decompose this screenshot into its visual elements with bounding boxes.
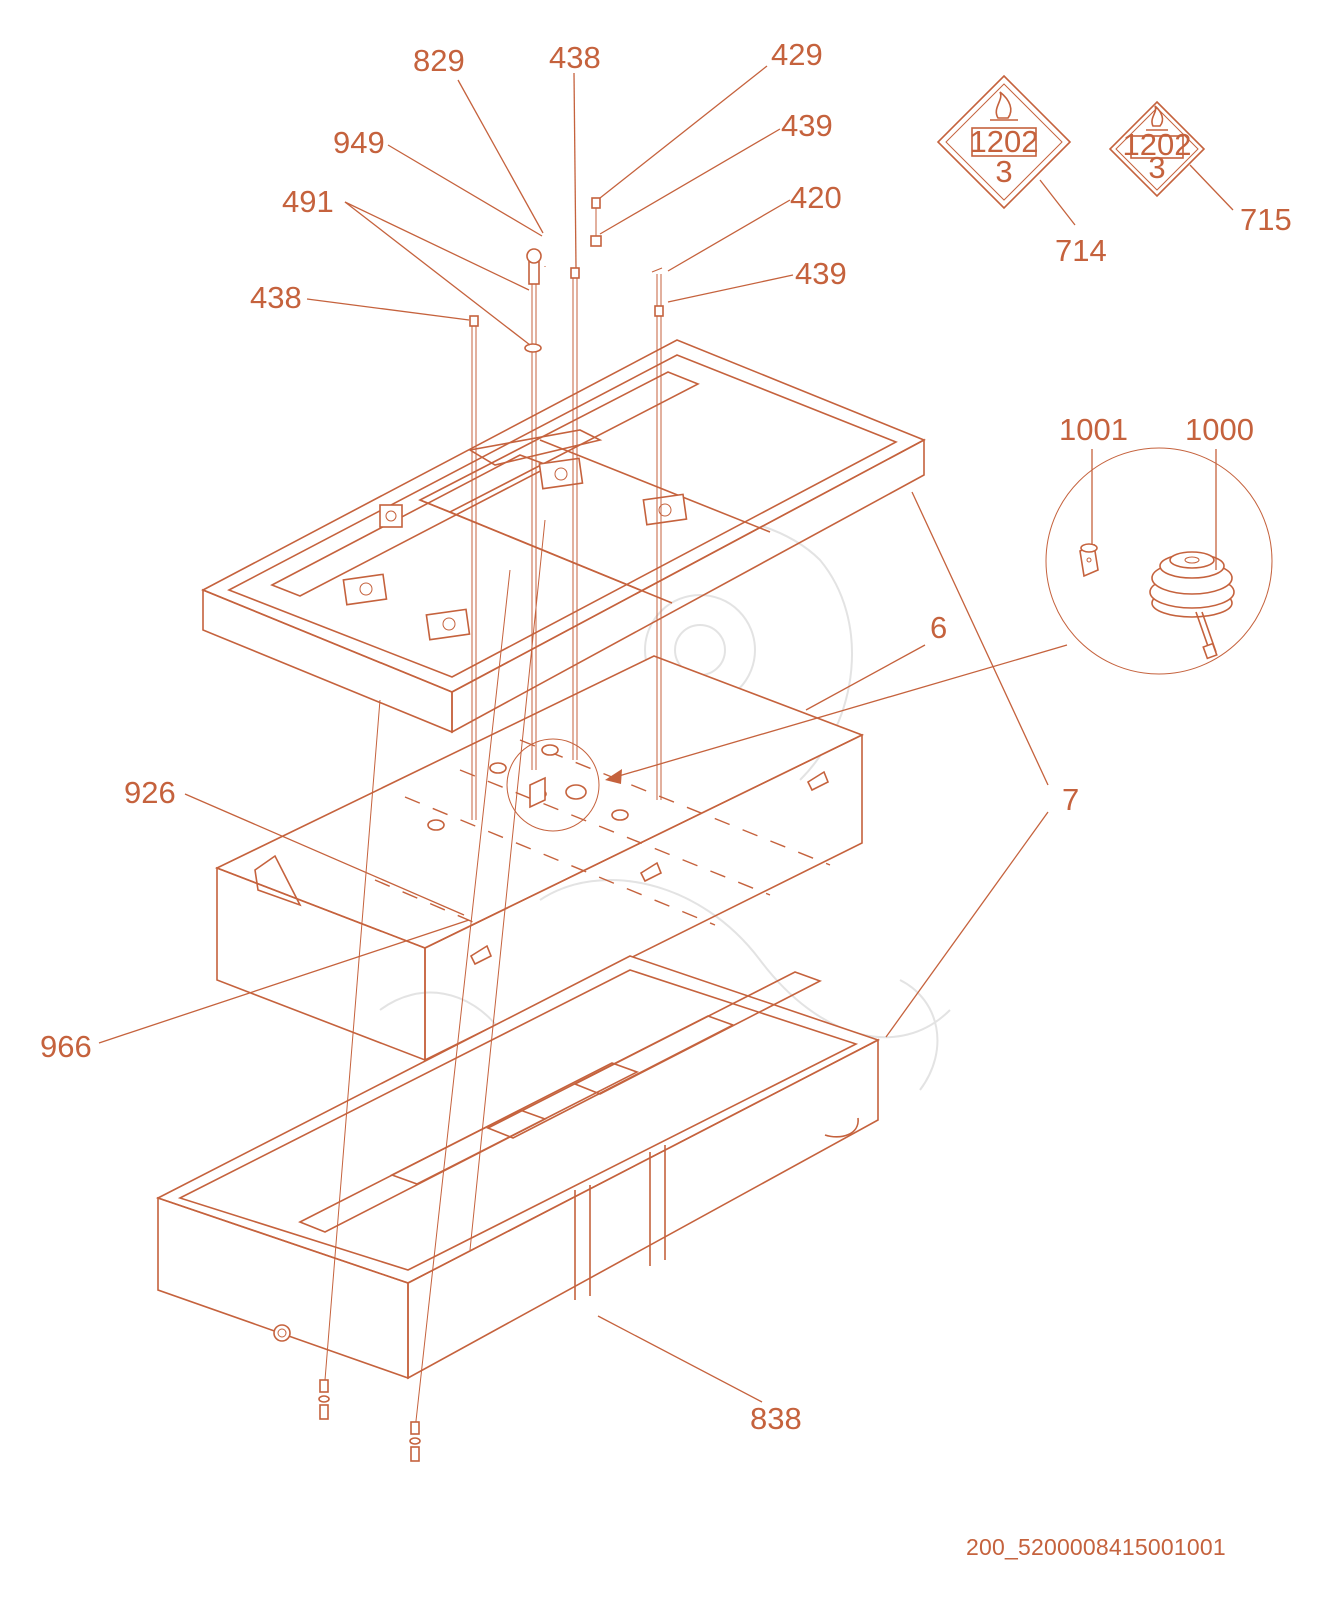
leader-lines (98, 65, 1234, 1403)
callout-6: 6 (930, 610, 947, 645)
detail-view (1045, 447, 1273, 675)
placard-714-class: 3 (995, 154, 1012, 189)
callout-438-left: 438 (250, 280, 302, 315)
callout-949: 949 (333, 125, 385, 160)
placard-714-un-number: 1202 (970, 124, 1039, 159)
placard-714: 1202 3 (936, 74, 1072, 210)
callout-829: 829 (413, 43, 465, 78)
callout-438-top: 438 (549, 40, 601, 75)
callout-1000: 1000 (1185, 412, 1254, 447)
callout-429: 429 (771, 37, 823, 72)
placard-715: 1202 3 (1108, 100, 1206, 198)
callout-439-a: 439 (781, 108, 833, 143)
callout-420: 420 (790, 180, 842, 215)
callout-labels: 829 438 429 949 439 491 420 438 439 714 … (40, 37, 1292, 1436)
fuel-tank (214, 655, 865, 1062)
callout-926: 926 (124, 775, 176, 810)
callout-838: 838 (750, 1401, 802, 1436)
callout-491: 491 (282, 184, 334, 219)
top-frame (201, 339, 926, 734)
callout-7: 7 (1062, 782, 1079, 817)
document-id: 200_5200008415001001 (966, 1534, 1226, 1560)
placard-715-un-number: 1202 (1123, 127, 1192, 162)
callout-714: 714 (1055, 233, 1107, 268)
placard-715-class: 3 (1148, 150, 1165, 185)
callout-966: 966 (40, 1029, 92, 1064)
callout-715: 715 (1240, 202, 1292, 237)
lower-tray (155, 955, 881, 1380)
fastener-rods (318, 197, 664, 1462)
callout-1001: 1001 (1059, 412, 1128, 447)
callout-439-b: 439 (795, 256, 847, 291)
